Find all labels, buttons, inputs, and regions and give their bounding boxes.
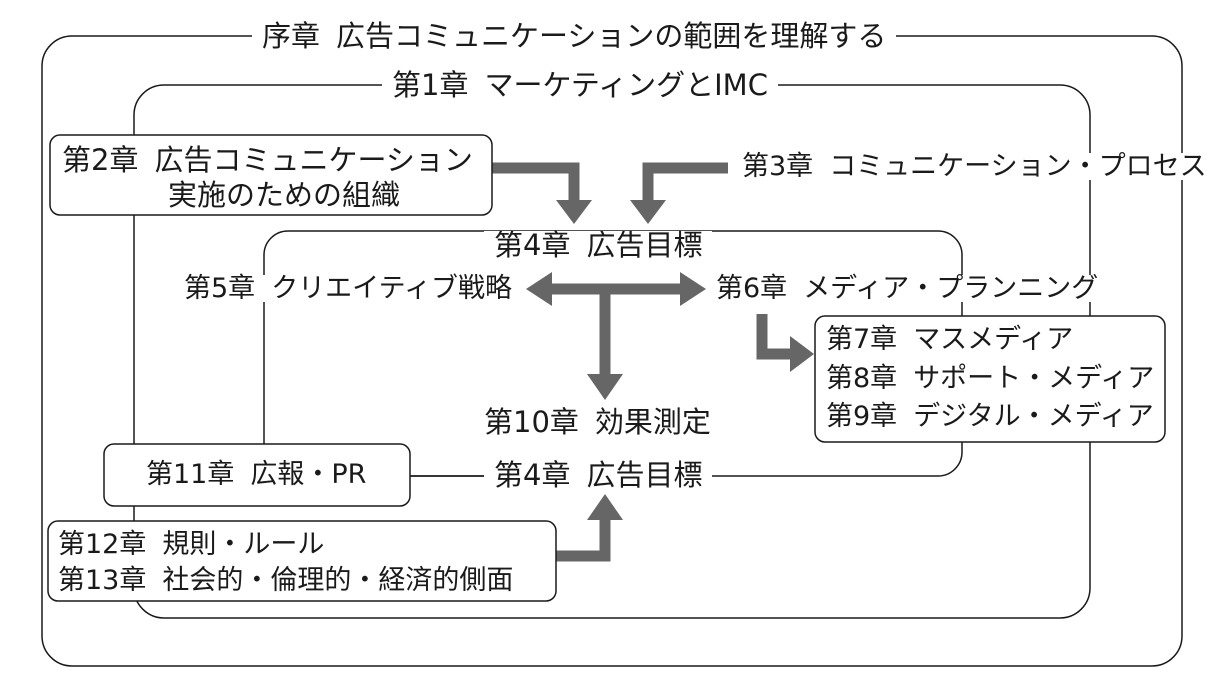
chapter1-label: 第1章マーケティングとIMC: [382, 71, 778, 100]
chapter2-title-line1: 広告コミュニケーション: [154, 143, 473, 177]
chapter2-label-line2: 実施のための組織: [168, 181, 400, 210]
chapters-12-13-box: [47, 520, 557, 602]
media-chapters-box: [814, 315, 1166, 443]
prologue-title: 広告コミュニケーションの範囲を理解する: [336, 19, 887, 53]
prologue-chapter: 序章: [262, 19, 321, 53]
chapter5-title: クリエイティブ戦略: [271, 273, 513, 304]
chapter13-label: 第13章社会的・倫理的・経済的側面: [58, 567, 513, 594]
chapter4-bottom-title: 広告目標: [586, 458, 703, 492]
chapter11-title: 広報・PR: [250, 459, 367, 490]
arrow-ch2-to-ch4: [492, 162, 592, 224]
chapter2-title-line2: 実施のための組織: [168, 178, 401, 212]
chapter2-label-line1: 第2章広告コミュニケーション: [62, 146, 473, 175]
chapter11-chapter: 第11章: [146, 459, 235, 490]
chapter2-box: [49, 134, 493, 216]
chapter10-label: 第10章効果測定: [484, 408, 711, 437]
arrow-ch5-ch6: [526, 272, 706, 306]
chapter9-title: デジタル・メディア: [913, 401, 1154, 432]
chapter9-label: 第9章デジタル・メディア: [826, 403, 1154, 430]
chapter6-title: メディア・プランニング: [803, 273, 1099, 304]
chapter4-top-chapter: 第4章: [494, 228, 571, 262]
chapter13-title: 社会的・倫理的・経済的側面: [162, 565, 514, 596]
chapter12-chapter: 第12章: [58, 529, 147, 560]
chapter6-label: 第6章メディア・プランニング: [706, 273, 1109, 304]
prologue-label: 序章広告コミュニケーションの範囲を理解する: [252, 19, 897, 53]
chapter11-label: 第11章広報・PR: [146, 461, 366, 488]
chapter7-label: 第7章マスメディア: [826, 326, 1073, 353]
chapter4-top-title: 広告目標: [586, 228, 703, 262]
arrow-ch4-to-ch10: [587, 289, 623, 400]
chapter8-chapter: 第8章: [826, 363, 898, 394]
chapter6-chapter: 第6章: [716, 273, 788, 304]
chapter10-chapter: 第10章: [484, 405, 579, 439]
chapter12-label: 第12章規則・ルール: [58, 531, 324, 558]
chapter4-top-label: 第4章広告目標: [484, 228, 713, 262]
chapter7-title: マスメディア: [913, 324, 1074, 355]
chapter3-chapter: 第3章: [742, 151, 814, 182]
chapter5-label: 第5章クリエイティブ戦略: [174, 273, 523, 304]
arrow-ch3-to-ch4: [630, 162, 728, 224]
chapter8-title: サポート・メディア: [913, 363, 1155, 394]
chapter1-title: マーケティングとIMC: [484, 68, 768, 102]
arrow-ch12-ch13-to-ch4: [556, 494, 623, 562]
chapter5-chapter: 第5章: [184, 273, 256, 304]
chapter8-label: 第8章サポート・メディア: [826, 365, 1154, 392]
chapter1-chapter: 第1章: [392, 68, 469, 102]
chapter7-chapter: 第7章: [826, 324, 898, 355]
chapter13-chapter: 第13章: [58, 565, 147, 596]
chapter9-chapter: 第9章: [826, 401, 898, 432]
chapter4-bottom-label: 第4章広告目標: [484, 458, 713, 492]
chapter4-bottom-chapter: 第4章: [494, 458, 571, 492]
chapter10-title: 効果測定: [594, 405, 711, 439]
chapter12-title: 規則・ルール: [162, 529, 325, 560]
arrow-ch6-to-media: [756, 314, 814, 372]
chapter3-title: コミュニケーション・プロセス: [829, 151, 1207, 182]
chapter2-chapter: 第2章: [62, 143, 139, 177]
chapter3-label: 第3章コミュニケーション・プロセス: [732, 153, 1217, 180]
chapter11-box: [103, 443, 411, 507]
